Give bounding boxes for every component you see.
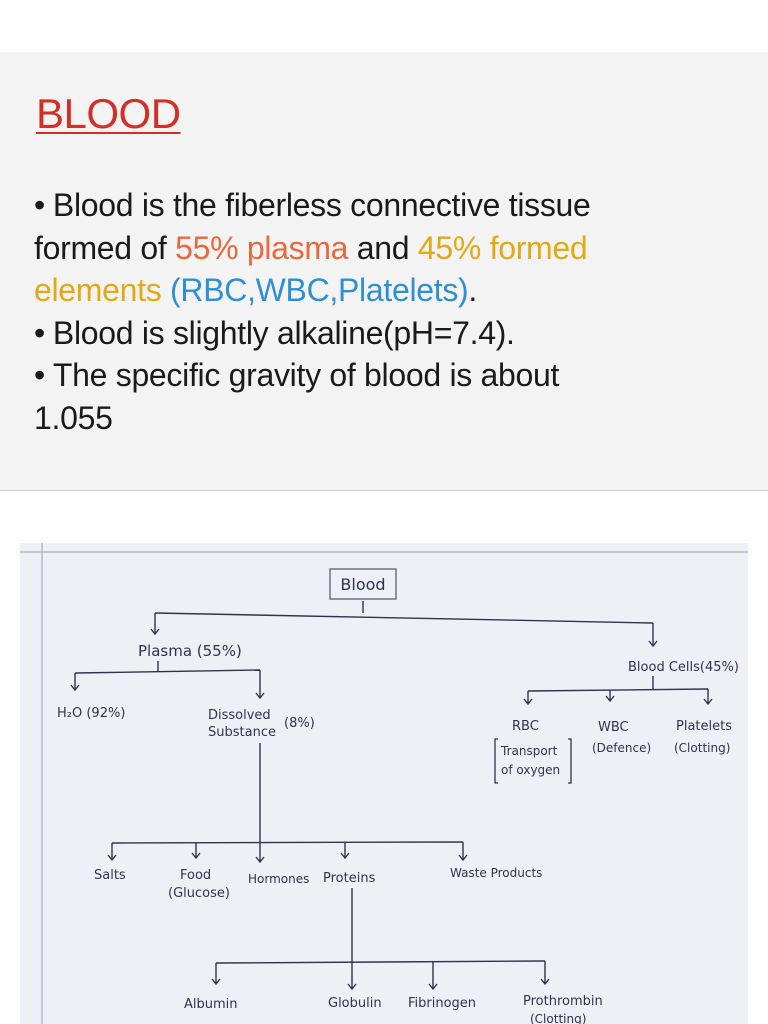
rbc-role-line-1: Transport xyxy=(500,744,558,758)
platelets-node: Platelets xyxy=(676,719,732,734)
elements-highlight: elements xyxy=(34,272,162,308)
wbc-role: (Defence) xyxy=(592,741,651,755)
prothrombin-node: Prothrombin xyxy=(523,994,603,1009)
prothrombin-role: (Clotting) xyxy=(530,1012,586,1024)
bullet-1-line-2: formed of 55% plasma and 45% formed xyxy=(34,227,734,270)
slide-panel: BLOOD •Blood is the fiberless connective… xyxy=(0,52,768,491)
cells-highlight: (RBC,WBC,Platelets) xyxy=(161,272,469,308)
water-node: H₂O (92%) xyxy=(57,706,125,721)
bullet-1-line-1: •Blood is the fiberless connective tissu… xyxy=(34,184,734,227)
bullet-1-period: . xyxy=(468,272,477,308)
albumin-node: Albumin xyxy=(184,997,238,1012)
rbc-role-line-2: of oxygen xyxy=(501,763,560,777)
blood-node: Blood xyxy=(340,575,385,594)
bullet-2: •Blood is slightly alkaline(pH=7.4). xyxy=(34,312,734,355)
handwritten-diagram: Blood Plasma (55%) Blood Cells(45%) H₂O … xyxy=(20,543,748,1024)
blood-node-box xyxy=(329,568,397,600)
bullet-3-line-1: •The specific gravity of blood is about xyxy=(34,354,734,397)
wbc-node: WBC xyxy=(598,720,629,735)
food-node-line-2: (Glucose) xyxy=(168,886,230,901)
bullet-1-line-3: elements (RBC,WBC,Platelets). xyxy=(34,269,734,312)
globulin-node: Globulin xyxy=(328,996,382,1011)
salts-node: Salts xyxy=(94,868,126,883)
platelets-role: (Clotting) xyxy=(674,741,730,755)
bullet-icon: • xyxy=(34,187,45,223)
blood-cells-node: Blood Cells(45%) xyxy=(628,660,739,675)
rbc-node: RBC xyxy=(512,719,539,734)
bullet-3-line-2: 1.055 xyxy=(34,397,734,440)
formed-highlight: 45% formed xyxy=(417,229,588,266)
rbc-bracket xyxy=(494,738,572,784)
bullet-icon: • xyxy=(34,314,45,351)
slide-body: •Blood is the fiberless connective tissu… xyxy=(34,184,734,439)
waste-products-node: Waste Products xyxy=(450,866,542,880)
plasma-node: Plasma (55%) xyxy=(138,642,242,660)
dissolved-node-line-1: Dissolved xyxy=(208,708,271,723)
diagram-canvas: Blood Plasma (55%) Blood Cells(45%) H₂O … xyxy=(20,543,748,1024)
slide-title: BLOOD xyxy=(36,90,181,137)
proteins-node: Proteins xyxy=(323,871,376,886)
bullet-1-and: and xyxy=(348,229,418,266)
bullet-2-text: Blood is slightly alkaline(pH=7.4). xyxy=(52,314,515,351)
hormones-node: Hormones xyxy=(248,872,309,886)
bullet-3-text: The specific gravity of blood is about xyxy=(52,357,560,393)
fibrinogen-node: Fibrinogen xyxy=(408,996,476,1011)
food-node-line-1: Food xyxy=(180,868,211,883)
specific-gravity-value: 1.055 xyxy=(34,399,113,436)
bullet-icon: • xyxy=(34,357,45,393)
bullet-1-text-formed: formed of xyxy=(34,229,176,266)
dissolved-node-line-2: Substance xyxy=(208,725,276,740)
bullet-1-text: Blood is the fiberless connective tissue xyxy=(52,187,591,223)
connector-lines xyxy=(70,601,713,991)
dissolved-percent: (8%) xyxy=(284,716,315,731)
plasma-highlight: 55% plasma xyxy=(175,229,349,266)
